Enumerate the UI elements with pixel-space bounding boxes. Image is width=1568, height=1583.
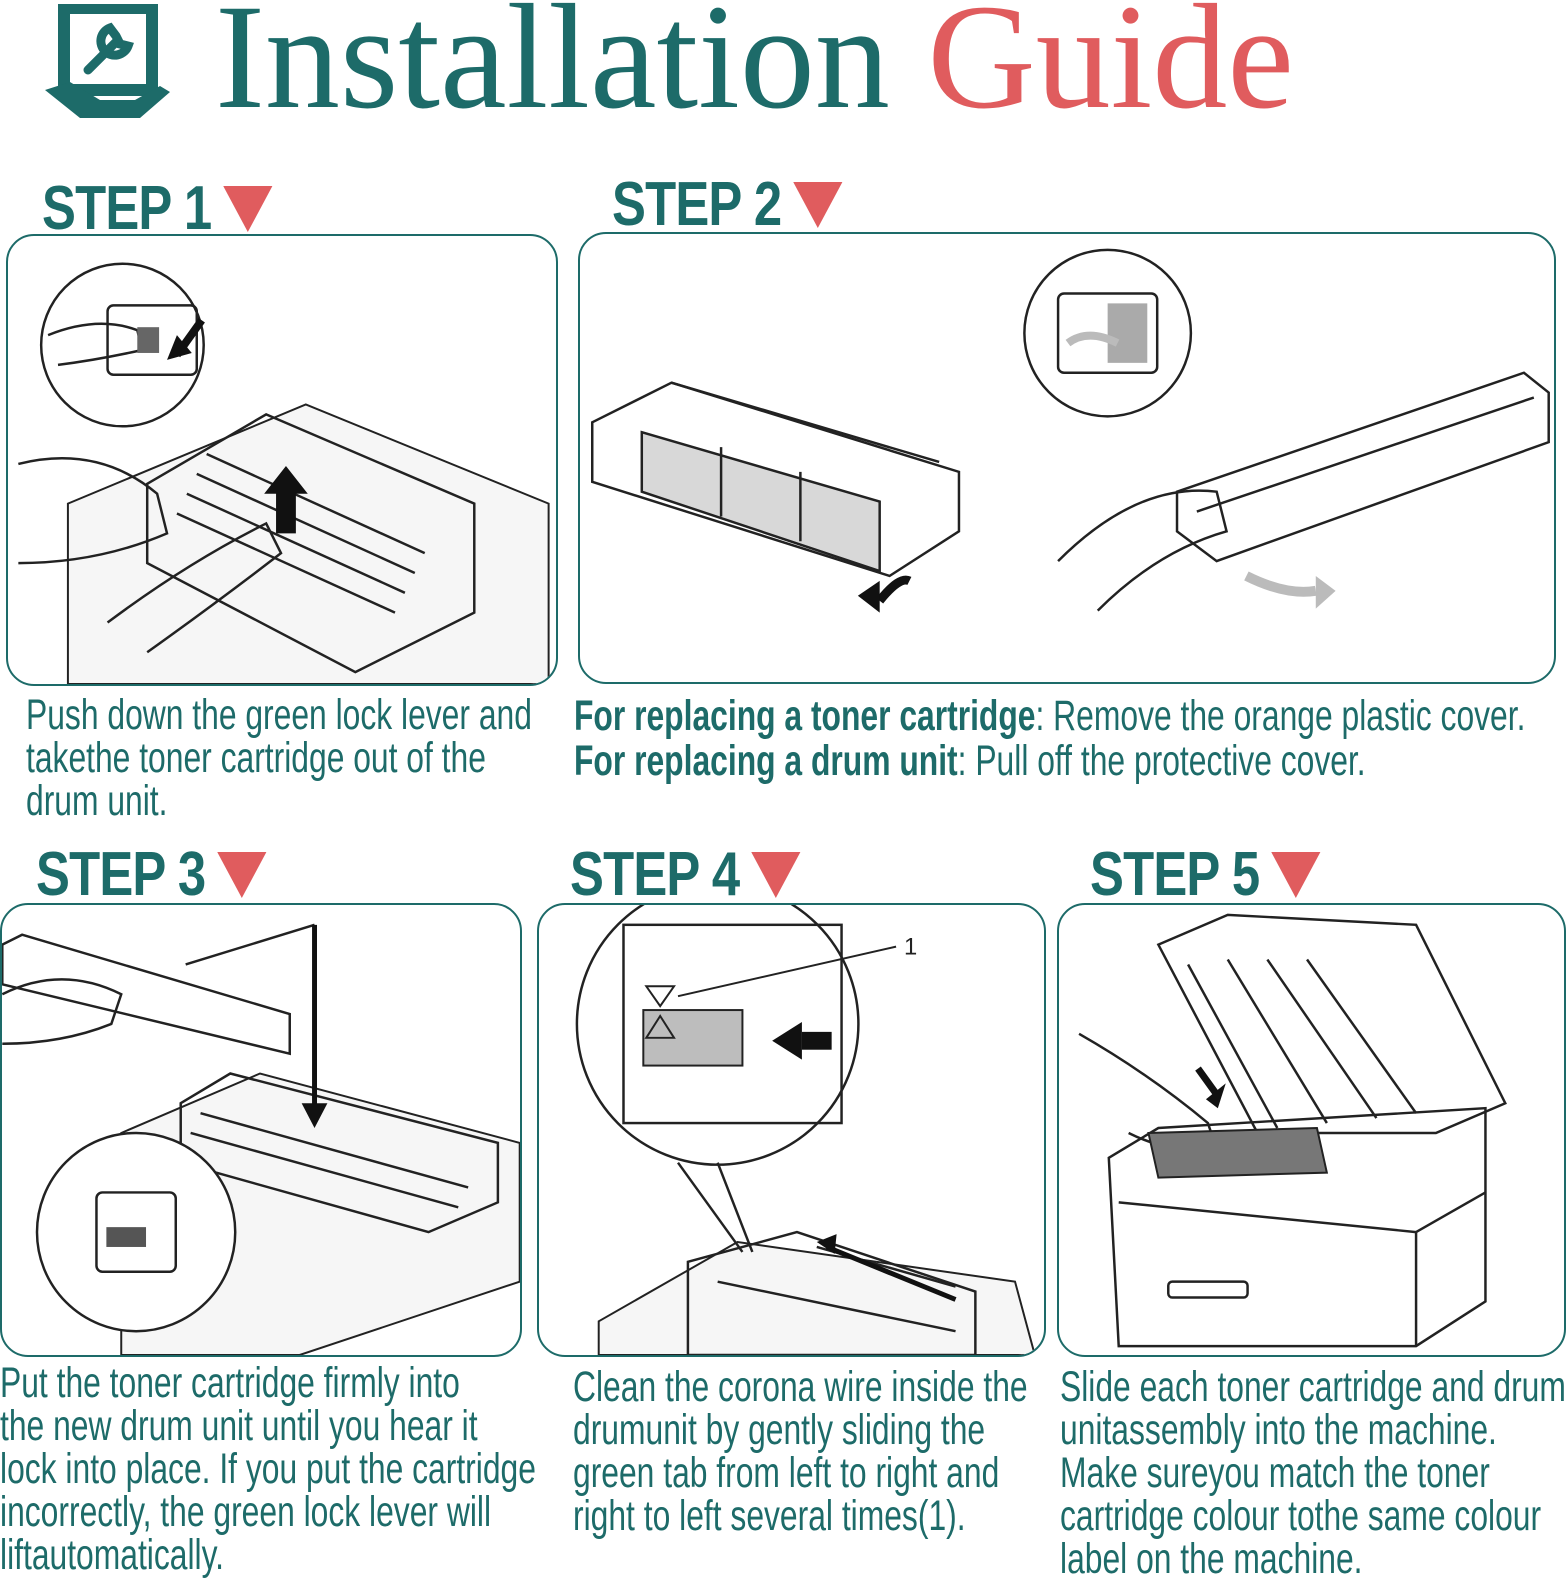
step-3-caption: Put the toner cartridge firmly into the …	[0, 1362, 536, 1577]
caption-line: the new drum unit until you hear it	[0, 1402, 478, 1450]
toner-cartridge-illustration	[591, 248, 1550, 613]
toner-into-drum-illustration	[2, 923, 520, 1355]
down-triangle-icon	[222, 186, 273, 232]
down-triangle-icon	[750, 852, 801, 898]
page-title: Installation Guide	[215, 0, 1294, 132]
callout-number: 1	[904, 934, 917, 961]
step-3-heading: STEP 3	[36, 840, 267, 909]
caption-line: Make sureyou match the toner	[1060, 1449, 1490, 1497]
caption-line: Clean the corona wire inside the	[573, 1363, 1028, 1411]
caption-line: drumunit by gently sliding the	[573, 1406, 986, 1454]
title-word-guide: Guide	[927, 0, 1294, 140]
caption-text: : Pull off the protective cover.	[957, 737, 1366, 785]
caption-bold: For replacing a toner cartridge	[574, 692, 1036, 740]
step-1-illustration	[6, 234, 558, 686]
step-1-caption: Push down the green lock lever and taket…	[26, 694, 532, 823]
down-triangle-icon	[792, 182, 843, 228]
step-4-illustration: 1	[537, 903, 1046, 1357]
step-5-illustration	[1057, 903, 1566, 1357]
step-3-illustration	[0, 903, 522, 1357]
caption-line: Slide each toner cartridge and drum	[1060, 1363, 1566, 1411]
step-2-caption: For replacing a toner cartridge: Remove …	[574, 695, 1525, 783]
logo-wrench-hand-icon	[40, 0, 180, 135]
caption-line: unitassembly into the machine.	[1060, 1406, 1497, 1454]
step-1-label: STEP 1	[42, 174, 212, 243]
step-4-heading: STEP 4	[570, 840, 801, 909]
caption-line: takethe toner cartridge out of the	[26, 734, 486, 782]
step-5-label: STEP 5	[1090, 840, 1260, 909]
caption-line: label on the machine.	[1060, 1535, 1363, 1583]
caption-line: Push down the green lock lever and	[26, 691, 532, 739]
step-3-label: STEP 3	[36, 840, 206, 909]
caption-line: cartridge colour tothe same colour	[1060, 1492, 1542, 1540]
step-2-label: STEP 2	[612, 170, 782, 239]
printer-illustration	[1078, 913, 1507, 1348]
down-triangle-icon	[1270, 852, 1321, 898]
step-4-label: STEP 4	[570, 840, 740, 909]
caption-text: : Remove the orange plastic cover.	[1035, 692, 1526, 740]
title-word-installation: Installation	[215, 0, 890, 140]
step-5-caption: Slide each toner cartridge and drum unit…	[1060, 1366, 1566, 1581]
caption-line: drum unit.	[26, 777, 168, 825]
caption-line: Put the toner cartridge firmly into	[0, 1359, 460, 1407]
caption-line: For replacing a toner cartridge: Remove …	[574, 695, 1525, 738]
corona-wire-illustration: 1	[575, 905, 1036, 1355]
caption-line: green tab from left to right and	[573, 1449, 1000, 1497]
caption-line: right to left several times(1).	[573, 1492, 966, 1540]
step-1-heading: STEP 1	[42, 174, 273, 243]
step-5-heading: STEP 5	[1090, 840, 1321, 909]
step-2-illustration	[578, 232, 1556, 684]
caption-bold: For replacing a drum unit	[574, 737, 958, 785]
step-2-heading: STEP 2	[612, 170, 843, 239]
caption-line: incorrectly, the green lock lever will	[0, 1488, 492, 1536]
down-triangle-icon	[216, 852, 267, 898]
caption-line: liftautomatically.	[0, 1531, 225, 1579]
step-4-caption: Clean the corona wire inside the drumuni…	[573, 1366, 1028, 1538]
caption-line: lock into place. If you put the cartridg…	[0, 1445, 536, 1493]
caption-line: For replacing a drum unit: Pull off the …	[574, 740, 1525, 783]
drum-unit-illustration	[18, 262, 550, 684]
